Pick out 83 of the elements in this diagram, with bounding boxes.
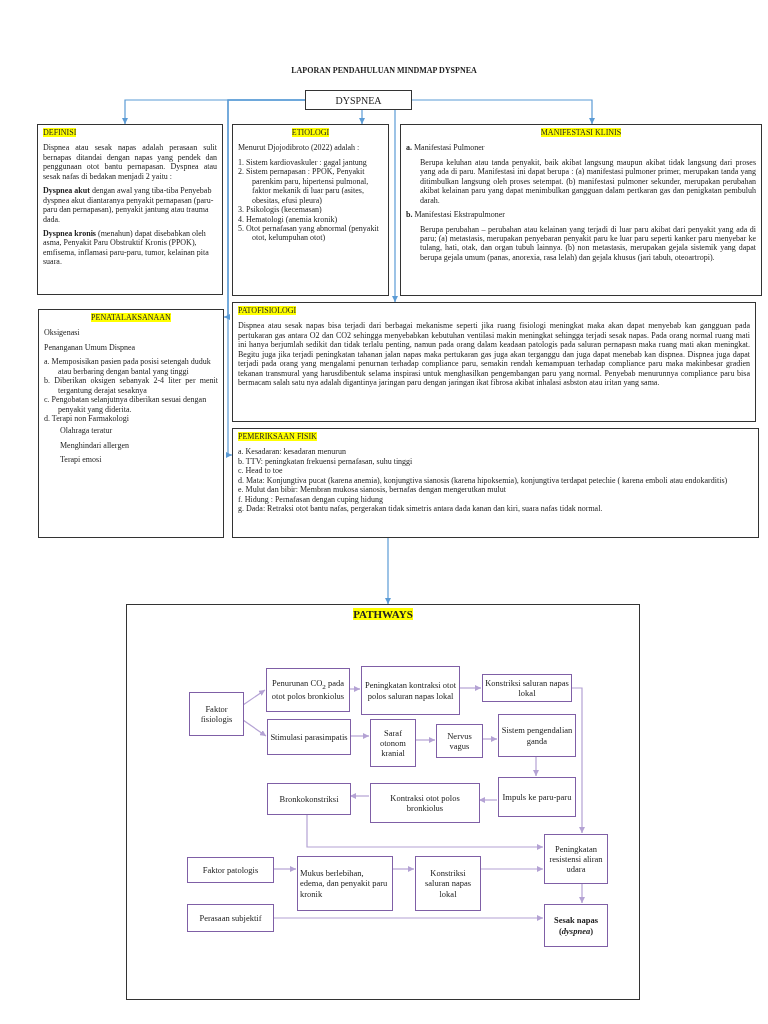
arrow <box>242 719 267 737</box>
list-item: 3. Psikologis (kecemasan) <box>238 205 323 215</box>
process-box: Peningkatan kontraksi otot polos saluran napas lokal <box>361 666 460 715</box>
process-box: Konstriksi saluran napas lokal <box>482 674 572 702</box>
list-item: f. Hidung : Pernafasan dengan cuping hidung <box>238 494 385 505</box>
arrow <box>392 109 398 303</box>
list-item: g. Dada: Retraksi otot bantu nafas, pergerakan tidak simetris antara dada kanan dan kiri, suara nafas tidak normal. <box>238 504 604 514</box>
section-heading: PATHWAYS <box>353 608 413 620</box>
list-item: e. Mulut dan bibir: Membran mukosa sianosis, bernafas dengan mengerutkan mulut <box>238 485 507 495</box>
arrow <box>242 689 266 706</box>
list-item: c. Pengobatan selanjutnya diberikan sesuai dengan penyakit yang diderita. <box>44 395 208 414</box>
process-box: Mukus berlebihan, edema, dan penyakit paru kronik <box>297 856 393 911</box>
section-heading: PENATALAKSANAAN <box>91 313 171 322</box>
paragraph: Oksigenasi <box>44 328 81 338</box>
list-item: c. Head to toe <box>238 466 284 476</box>
paragraph: Dyspnea kronis (menahun) dapat disebabkan oleh asma, Penyakit Paru Obstruktif Kronis (PPOK), emfisema, inflamasi paru-paru, tumor, kelainan pita suara. <box>43 228 210 267</box>
process-box: Sistem pengendalian ganda <box>498 714 576 757</box>
text-panel <box>400 124 762 296</box>
arrow <box>478 797 498 803</box>
arrow <box>481 736 498 742</box>
paragraph: Dyspnea akut dengan awal yang tiba-tiba Penyebab dyspnea akut diantaranya penyakit pernapasan (paru-paru dan pernapasan), penyakit jantung atau trauma dada. <box>43 186 215 224</box>
arrow <box>458 685 482 691</box>
section-heading: PATOFISIOLOGI <box>238 306 297 315</box>
text-panel <box>232 302 756 422</box>
process-box: Peningkatan resistensi aliran udara <box>544 834 608 884</box>
list-item: d. Terapi non Farmakologi <box>44 413 131 424</box>
arrow <box>414 737 436 743</box>
text-panel <box>37 124 223 295</box>
list-item: 1. Sistem kardiovaskuler : gagal jantung <box>238 157 368 168</box>
arrow <box>533 755 539 777</box>
list-item: a. Kesadaran: kesadaran menurun <box>238 447 347 457</box>
process-box: Penurunan CO$_{2}$ pada otot polos bronkiolus <box>266 668 350 712</box>
arrow <box>579 882 585 904</box>
arrow <box>272 866 297 872</box>
section-heading: DEFINISI <box>43 128 77 137</box>
arrow <box>272 915 544 921</box>
arrow <box>349 733 370 739</box>
process-box: Faktor fisiologis <box>189 692 244 736</box>
paragraph: Dispnea atau sesak napas bisa terjadi dari berbagai mekanisme seperti jika ruang fisiologi meningkat maka akan dapat menyebab kan gangguan pada pertukaran gas antara O2 dan CO2 sehingga menyebabkan kebutuhan ventilasi makin meningkat sehingga terjadi sesak napas. Pada orang normal ruang mati ini hanya berjumlah sedikit dan tidak terlalu penting, namun pada orang dalam keadaan patologis pada saluran pernapasn maka ruang mati akan meningkat. Begitu juga jika terjadi peningkatan tahanan jalan napas maka pertukaran gas juga akan terganggu dan juga dapat menebab kan dispnea. Dispnea juga dapat terjadi pada orang yang mengalami penurnan terhadap compliance paru, semakin rendah kemampuan terhadap compliance paru maka makinbesar gradien tekanan transmural yang harusdibentuk selama inspirasi untuk menghasilkan pengembangan paru yang normal. Penyebab menurunnya compliance paru bisa bermacam salah satu nya adalah digantinya jaringan paru dengan jaringan ikat fibrosa akibat inhalasi asbston atau iritan yang sama. <box>238 321 750 388</box>
process-box: Faktor patologis <box>187 857 274 883</box>
paragraph: a. Manifestasi Pulmoner <box>406 143 486 153</box>
section-heading: MANIFESTASI KLINIS <box>540 128 622 137</box>
process-box: Stimulasi parasimpatis <box>267 719 351 755</box>
section-heading: ETIOLOGI <box>291 128 330 137</box>
arrow <box>226 99 306 458</box>
arrow <box>391 866 415 872</box>
arrow <box>306 813 544 850</box>
list-item: d. Mata: Konjungtiva pucat (karena anemia), konjungtiva sianosis (karena hipoksemia), konjungtiva terdapat petechie ( karena emboli atau endokarditis) <box>238 475 729 486</box>
paragraph: Berupa keluhan atau tanda penyakit, baik akibat langsung maupun akibat tidak langsung dari proses yang ada di paru. Manifestasi ini dapat berupa : (a) manifestasi pulmoner primer, merupakan tanda yang ditimbulkan langsung oleh proses setempat. (b) manifestasi pulmoner sekunder, merupakan perubahan akibat kelainan paru yang dapat menimbulkan gangguan dalam pertkaran gas dan penigkatan pembuluh darah. <box>419 157 756 206</box>
arrow <box>411 99 595 125</box>
arrow <box>479 866 544 872</box>
process-box: Perasaan subjektif <box>187 904 274 932</box>
paragraph: Dispnea atau sesak napas adalah perasaan sulit bernapas ditandai dengan napas yang pendek dan penggunaan otot bantu pernapasan. Dyspnea atau sesak nafas di bedakan menjadi 2 yaitu : <box>43 143 217 182</box>
paragraph: b. Manifestasi Ekstrapulmoner <box>406 210 506 220</box>
arrow <box>385 537 391 605</box>
list-item: Terapi emosi <box>59 455 103 465</box>
text-panel <box>38 309 224 538</box>
process-box: Konstriksi saluran napas lokal <box>415 856 481 911</box>
list-item: Olahraga teratur <box>59 426 114 436</box>
process-box: Saraf otonom kranial <box>370 719 416 767</box>
process-box: Nervus vagus <box>436 724 483 758</box>
list-item: 4. Hematologi (anemia kronik) <box>238 214 339 224</box>
diagram-title: LAPORAN PENDAHULUAN MINDMAP DYSPNEA <box>290 66 478 75</box>
arrow <box>570 687 585 834</box>
text-panel <box>232 124 389 296</box>
list-item: 2. Sistem pernapasan : PPOK, Penyakit parenkim paru, hipertensi pulmonal, faktor mekanik di luar paru (asites, obesitas, efusi pleura) <box>238 167 370 206</box>
text-panel <box>232 428 759 538</box>
paragraph: Penanganan Umum Dispnea <box>44 342 137 353</box>
title-box: DYSPNEA <box>305 90 412 110</box>
pathways-frame <box>126 604 640 1000</box>
process-box: Bronkokonstriksi <box>267 783 351 815</box>
list-item: Menghindari allergen <box>59 440 130 451</box>
paragraph: Menurut Djojodibroto (2022) adalah : <box>238 143 361 153</box>
process-box: Kontraksi otot polos bronkiolus <box>370 783 480 823</box>
arrow <box>348 686 361 692</box>
process-box: Sesak napas (dyspnea) <box>544 904 608 947</box>
list-item: b. TTV: peningkatan frekuensi pernafasan, suhu tinggi <box>238 456 414 467</box>
arrow <box>359 109 365 125</box>
section-heading: PEMERIKSAAN FISIK <box>238 432 317 441</box>
paragraph: Berupa perubahan – perubahan atau kelainan yang terjadi di luar paru akibat dari penyakit yang ada di paru; (a) metastasis, merupakan penyebaran penyakit paru ke luar paru seperti kanker paru menyebar ke tulang, hati, otak, dan organ tubuh lainnya. (b) non metastasis, merupakan gejala sistemik yang dapat berupa gejala umum (panas, anorexia, rasa lelah) dan gejala khusus (jari tabuh, oteoartropi). <box>419 224 756 263</box>
arrow <box>349 793 370 799</box>
process-box: Impuls ke paru-paru <box>498 777 576 817</box>
list-item: 5. Otot pernafasan yang abnormal (penyakit otot, kelumpuhan otot) <box>238 223 380 243</box>
